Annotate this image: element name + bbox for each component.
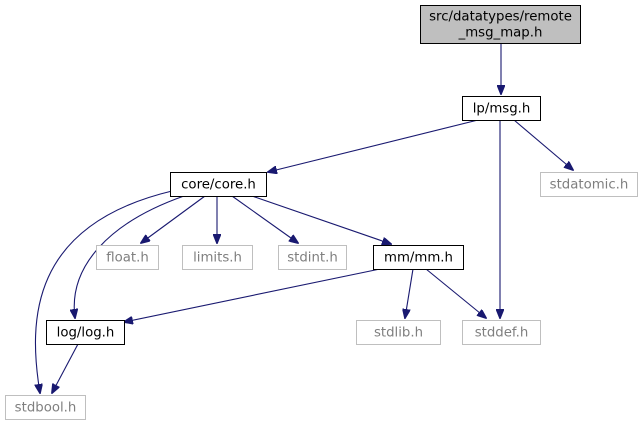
node-label-stdint: stdint.h: [287, 251, 338, 266]
node-label-core_core: core/core.h: [181, 178, 256, 193]
edge-core_core-to-mm_mm: [251, 195, 391, 244]
file-nodes: src/datatypes/remote_msg_map.h lp/msg.h co…: [5, 5, 638, 420]
node-label-stdatomic: stdatomic.h: [550, 178, 629, 193]
edge-log_log-to-stdbool: [52, 343, 79, 393]
node-box-stdbool: [5, 395, 86, 420]
node-remote_msg_map: src/datatypes/remote_msg_map.h: [420, 5, 581, 44]
node-label-mm_mm: mm/mm.h: [384, 251, 453, 266]
node-label-limits: limits.h: [193, 251, 242, 266]
edge-lp_msg-to-stdatomic: [513, 119, 573, 170]
node-stddef: stddef.h: [462, 320, 541, 345]
node-box-stdint: [278, 245, 347, 270]
node-limits: limits.h: [182, 245, 253, 270]
edge-mm_mm-to-stdlib: [405, 268, 414, 318]
node-stdint: stdint.h: [278, 245, 347, 270]
edge-core_core-to-stdint: [231, 195, 298, 243]
node-box-stddef: [462, 320, 541, 345]
node-label-stdlib: stdlib.h: [374, 326, 423, 341]
edge-core_core-to-stdbool: [35, 190, 173, 393]
node-stdbool: stdbool.h: [5, 395, 86, 420]
node-label-remote_msg_map: _msg_map.h: [458, 26, 543, 41]
node-mm_mm[interactable]: mm/mm.h: [373, 245, 464, 270]
node-box-stdlib: [356, 320, 441, 345]
node-box-core_core: [170, 172, 267, 197]
node-box-limits: [182, 245, 253, 270]
node-label-log_log: log/log.h: [57, 326, 115, 341]
edge-core_core-to-float: [141, 195, 206, 243]
node-lp_msg[interactable]: lp/msg.h: [462, 96, 541, 121]
edge-mm_mm-to-log_log: [124, 268, 381, 322]
node-label-float: float.h: [106, 251, 149, 266]
node-stdatomic: stdatomic.h: [540, 172, 638, 197]
node-label-remote_msg_map: src/datatypes/remote: [429, 10, 572, 25]
node-box-lp_msg: [462, 96, 541, 121]
edge-mm_mm-to-stddef: [425, 268, 486, 318]
node-label-stddef: stddef.h: [475, 326, 529, 341]
node-stdlib: stdlib.h: [356, 320, 441, 345]
node-float: float.h: [96, 245, 159, 270]
node-box-float: [96, 245, 159, 270]
node-core_core[interactable]: core/core.h: [170, 172, 267, 197]
edge-lp_msg-to-core_core: [268, 119, 479, 172]
node-box-log_log: [46, 320, 125, 345]
node-label-stdbool: stdbool.h: [15, 401, 77, 416]
node-box-stdatomic: [540, 172, 638, 197]
node-box-mm_mm: [373, 245, 464, 270]
dependency-edges: [35, 43, 573, 393]
node-label-lp_msg: lp/msg.h: [473, 102, 531, 117]
node-log_log[interactable]: log/log.h: [46, 320, 125, 345]
node-box-remote_msg_map: [420, 5, 581, 44]
